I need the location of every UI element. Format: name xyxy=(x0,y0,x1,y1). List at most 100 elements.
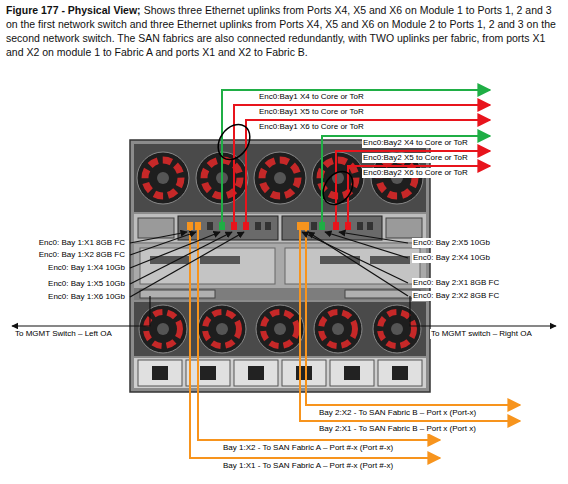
power-socket xyxy=(344,366,360,380)
ethernet-uplink xyxy=(246,120,490,222)
leader-line xyxy=(325,232,408,258)
fan xyxy=(137,152,189,204)
fan xyxy=(314,305,362,353)
port xyxy=(357,222,363,230)
fan-hub xyxy=(391,323,403,335)
power-socket xyxy=(248,366,264,380)
leader-line xyxy=(130,232,196,255)
fan-hub xyxy=(157,323,169,335)
port-label: Enc0:Bay1 X6 to Core or ToR xyxy=(258,122,365,132)
power-supply xyxy=(186,360,230,386)
fan xyxy=(139,305,187,353)
figure-title: Figure 177 - Physical View; xyxy=(6,4,141,16)
port xyxy=(265,222,271,230)
power-supply xyxy=(330,360,374,386)
ethernet-uplink xyxy=(222,90,490,222)
port-label: Enc0: Bay 1:X1 8GB FC xyxy=(38,238,126,248)
port-label: Bay 1:X2 - To SAN Fabric A – Port #-x (P… xyxy=(222,443,394,453)
fan xyxy=(312,152,364,204)
ethernet-uplink xyxy=(336,151,490,222)
leader-line xyxy=(308,232,408,296)
port xyxy=(187,222,193,230)
port-label: Bay 2:X2 - To SAN Fabric B – Port x (Por… xyxy=(318,408,477,418)
fan-blades xyxy=(262,160,298,196)
port-label: Enc0: Bay 1:X6 10Gb xyxy=(47,292,126,302)
leader-line xyxy=(302,232,408,283)
fan-hub xyxy=(216,323,228,335)
fan xyxy=(256,305,304,353)
port xyxy=(195,222,201,230)
leader-line xyxy=(130,232,232,284)
fan-group xyxy=(137,152,423,353)
fan-hub xyxy=(274,323,286,335)
onboard-administrator xyxy=(345,290,420,298)
highlight-ellipse xyxy=(212,118,257,165)
fan-bay xyxy=(134,302,426,356)
connector xyxy=(200,256,240,264)
port xyxy=(345,222,351,230)
figure-caption: Figure 177 - Physical View;Shows three E… xyxy=(6,3,562,59)
port-label: Enc0: Bay 2:X5 10Gb xyxy=(412,238,491,248)
interconnect-modules xyxy=(138,216,422,240)
port-label: Bay 1:X1 - To SAN Fabric A – Port #-x (P… xyxy=(222,461,394,471)
fan-blades xyxy=(380,312,414,346)
port-label: Enc0: Bay 2:X2 8GB FC xyxy=(412,291,500,301)
fan-hub xyxy=(274,172,286,184)
power-supply xyxy=(138,360,182,386)
leader-line xyxy=(130,232,244,297)
power-socket xyxy=(296,366,312,380)
highlight-ellipse xyxy=(317,166,359,210)
port-label: Enc0: Bay 1:X4 10Gb xyxy=(47,263,126,273)
fan-blades xyxy=(263,312,297,346)
fan-hub xyxy=(157,172,169,184)
san-uplink xyxy=(306,230,520,405)
port-label: Bay 2:X1 - To SAN Fabric B – Port x (Por… xyxy=(318,424,477,434)
port-label: To MGMT Switch – Left OA xyxy=(14,329,113,339)
uplink-cables xyxy=(190,90,520,458)
power-supply xyxy=(378,360,422,386)
port xyxy=(243,222,249,230)
fan-blades xyxy=(321,312,355,346)
port xyxy=(255,222,261,230)
port-label: To MGMT switch – Right OA xyxy=(430,329,533,339)
port xyxy=(367,222,373,230)
power-row xyxy=(134,358,426,388)
port-label: Enc0:Bay2 X5 to Core or ToR xyxy=(362,153,469,163)
leader-lines xyxy=(12,232,556,326)
port-label: Enc0:Bay2 X6 to Core or ToR xyxy=(362,168,469,178)
power-socket xyxy=(392,366,408,380)
device-bay-detail xyxy=(140,248,420,298)
power-supply xyxy=(282,360,326,386)
ethernet-uplink xyxy=(322,136,490,222)
ethernet-uplink xyxy=(348,166,490,222)
power-supplies xyxy=(138,360,422,386)
fan-blades xyxy=(146,312,180,346)
port xyxy=(231,222,237,230)
fan xyxy=(254,152,306,204)
fan-blades xyxy=(205,312,239,346)
port xyxy=(311,222,317,230)
fan xyxy=(373,305,421,353)
port xyxy=(333,222,339,230)
port-label: Enc0:Bay2 X4 to Core or ToR xyxy=(362,138,469,148)
port xyxy=(207,222,213,230)
port-label: Enc0: Bay 2:X4 10Gb xyxy=(412,253,491,263)
port-label: Enc0:Bay1 X4 to Core or ToR xyxy=(258,92,365,102)
ethernet-uplink xyxy=(234,105,490,222)
fan xyxy=(198,305,246,353)
power-supply xyxy=(234,360,278,386)
device-bay xyxy=(134,244,426,288)
onboard-administrator xyxy=(140,290,215,298)
port-label: Enc0: Bay 2:X1 8GB FC xyxy=(412,278,500,288)
port xyxy=(219,222,225,230)
blank-module xyxy=(386,218,422,238)
leader-line xyxy=(130,232,220,268)
port-label: Enc0: Bay 1:X5 10Gb xyxy=(47,279,126,289)
port-label: Enc0:Bay1 X5 to Core or ToR xyxy=(258,107,365,117)
fan-blades xyxy=(145,160,181,196)
oa-row xyxy=(134,288,426,300)
port xyxy=(297,222,303,230)
power-socket xyxy=(200,366,216,380)
port-label: Enc0: Bay 1:X2 8GB FC xyxy=(38,250,126,260)
